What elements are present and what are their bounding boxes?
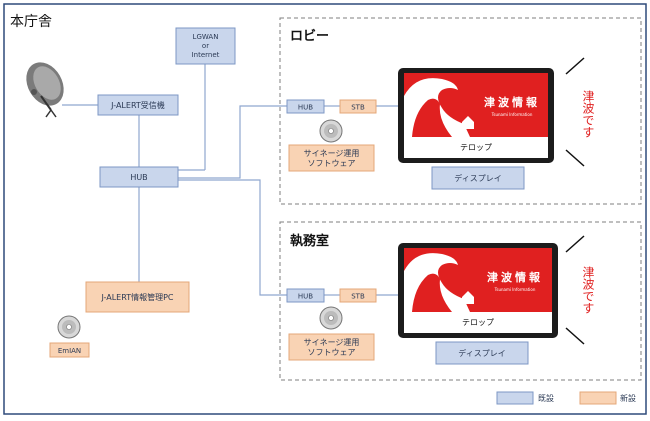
emlan-box [49, 342, 90, 358]
main-hub-label: HUB [130, 173, 147, 182]
lobby-hub-label: HUB [298, 104, 313, 112]
office-screen-subtitle: Tsunami Information [494, 287, 536, 292]
lobby-software-box [288, 144, 375, 172]
legend-existing-label: 既設 [538, 393, 554, 403]
building-label: 本庁舎 [10, 14, 52, 30]
lobby-software-line-2: ソフトウェア [308, 159, 356, 168]
network-line-1: LGWAN [193, 33, 219, 41]
network-box [175, 27, 236, 65]
lobby-sound-line-top [565, 57, 585, 75]
office-sound-line-bottom [565, 327, 585, 345]
lobby-sound-line-bottom [565, 149, 585, 167]
lobby-display-label: ディスプレイ [454, 173, 501, 183]
lobby-ticker: テロップ [460, 143, 492, 152]
lobby-disc-icon [319, 119, 343, 143]
emlan-label: EmIAN [58, 347, 81, 355]
office-display-label-box [435, 341, 529, 365]
lobby-screen-subtitle: Tsunami Information [491, 112, 533, 117]
office-software-box [288, 333, 375, 361]
network-line-3: Internet [192, 51, 220, 59]
office-hub-box [286, 288, 325, 303]
legend-new-swatch [579, 391, 617, 405]
connection-lines [62, 64, 398, 296]
office-software-line-2: ソフトウェア [308, 348, 356, 357]
main-hub-box [99, 166, 179, 188]
lobby-stb-box [339, 99, 377, 114]
office-disc-icon [319, 306, 343, 330]
room-label-lobby: ロビー [290, 28, 329, 44]
lobby-display-label-box [431, 166, 525, 190]
emlan-disc-icon [57, 315, 81, 339]
room-label-office: 執務室 [290, 233, 329, 249]
satellite-dish-icon [26, 62, 64, 118]
office-ticker: テロップ [462, 318, 494, 327]
office-alert-text: 津波です [581, 266, 595, 314]
network-line-2: or [202, 42, 209, 50]
receiver-label: J-ALERT受信機 [110, 100, 165, 110]
legend-existing-swatch [496, 391, 534, 405]
office-display-label: ディスプレイ [458, 348, 505, 358]
lobby-software-line-1: サイネージ運用 [304, 149, 360, 158]
room-frame-office [279, 221, 642, 381]
office-display: 津波情報 Tsunami Information テロップ [398, 243, 558, 338]
room-frame-lobby [279, 17, 642, 205]
pc-box [85, 281, 190, 313]
office-stb-box [339, 288, 377, 303]
office-hub-label: HUB [298, 293, 313, 301]
office-screen-title: 津波情報 [487, 270, 543, 284]
lobby-stb-label: STB [351, 104, 365, 112]
pc-label: J-ALERT情報管理PC [100, 292, 173, 302]
lobby-alert-text: 津波です [581, 90, 595, 138]
office-software-line-1: サイネージ運用 [304, 338, 360, 347]
lobby-display: 津波情報 Tsunami Information テロップ [398, 68, 554, 163]
lobby-hub-box [286, 99, 325, 114]
receiver-box [97, 94, 179, 116]
office-stb-label: STB [351, 293, 365, 301]
office-sound-line-top [565, 235, 585, 253]
lobby-screen-title: 津波情報 [484, 95, 540, 109]
legend-new-label: 新設 [620, 393, 636, 403]
